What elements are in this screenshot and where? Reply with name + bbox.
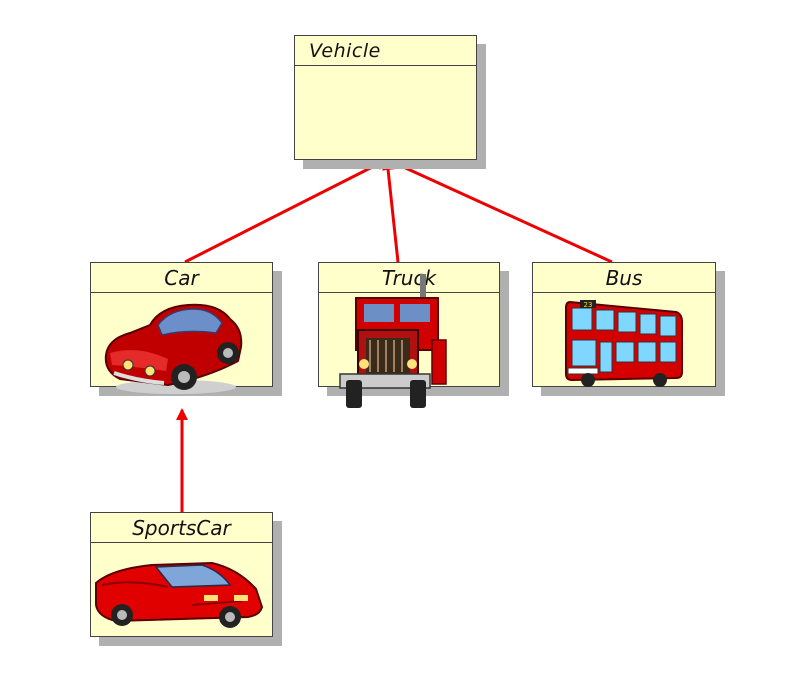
- class-name-sportscar: SportsCar: [91, 513, 272, 543]
- car-icon: [104, 303, 243, 394]
- class-name-vehicle: Vehicle: [295, 36, 476, 66]
- sportscar-icon: [95, 561, 264, 628]
- class-name-car: Car: [91, 263, 272, 293]
- bus-icon: 23: [565, 300, 683, 387]
- class-name-truck: Truck: [319, 263, 499, 293]
- bus-to-vehicle-arrow: [386, 158, 613, 264]
- truck-to-vehicle-arrow: [382, 158, 400, 263]
- class-box-vehicle[interactable]: Vehicle: [294, 35, 477, 160]
- bus-route-number: 23: [584, 301, 593, 309]
- car-to-vehicle-arrow: [184, 158, 388, 264]
- truck-icon: [339, 274, 447, 408]
- class-name-bus: Bus: [533, 263, 715, 293]
